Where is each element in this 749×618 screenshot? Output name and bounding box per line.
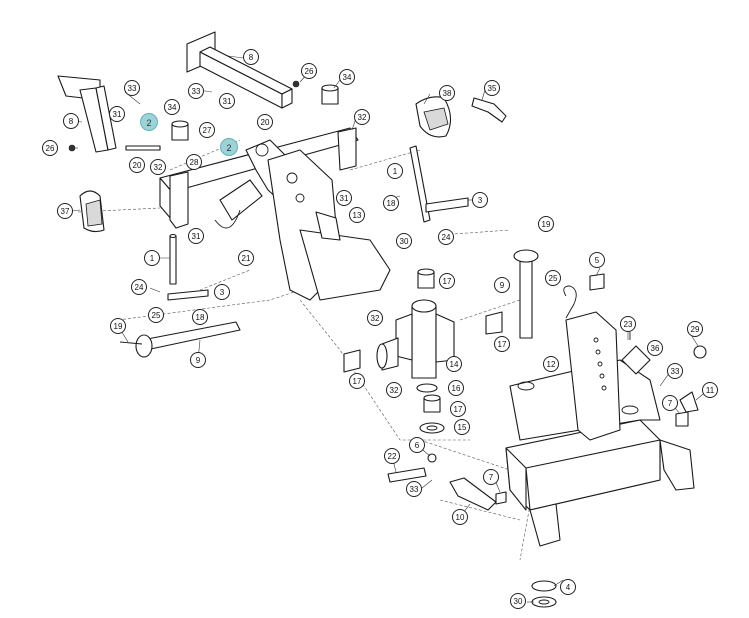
callout-2-highlighted[interactable]: 2 [140, 113, 158, 131]
callout-24[interactable]: 24 [438, 229, 454, 245]
callout-9[interactable]: 9 [190, 352, 206, 368]
callout-17[interactable]: 17 [349, 373, 365, 389]
callout-11[interactable]: 11 [702, 382, 718, 398]
callout-6[interactable]: 6 [409, 437, 425, 453]
callout-12[interactable]: 12 [543, 356, 559, 372]
callout-34[interactable]: 34 [339, 69, 355, 85]
callout-32[interactable]: 32 [386, 382, 402, 398]
part-8-left-bracket [57, 75, 117, 153]
callout-31[interactable]: 31 [336, 190, 352, 206]
callout-17[interactable]: 17 [439, 273, 455, 289]
pin-9-left [119, 321, 241, 358]
callout-33[interactable]: 33 [124, 80, 140, 96]
callout-33[interactable]: 33 [406, 481, 422, 497]
callout-20[interactable]: 20 [129, 157, 145, 173]
callout-3[interactable]: 3 [214, 284, 230, 300]
callout-7[interactable]: 7 [662, 395, 678, 411]
callout-20[interactable]: 20 [257, 114, 273, 130]
callout-15[interactable]: 15 [454, 419, 470, 435]
callout-9[interactable]: 9 [494, 277, 510, 293]
callout-1[interactable]: 1 [144, 250, 160, 266]
callout-16[interactable]: 16 [448, 380, 464, 396]
main-upper-frame [159, 127, 391, 301]
callout-18[interactable]: 18 [192, 309, 208, 325]
callout-25[interactable]: 25 [148, 307, 164, 323]
callout-28[interactable]: 28 [186, 154, 202, 170]
callout-30[interactable]: 30 [510, 593, 526, 609]
callout-8[interactable]: 8 [63, 113, 79, 129]
top-right-parts [68, 80, 507, 152]
callout-22[interactable]: 22 [384, 448, 400, 464]
callout-26[interactable]: 26 [301, 63, 317, 79]
callout-1[interactable]: 1 [387, 163, 403, 179]
callout-23[interactable]: 23 [620, 316, 636, 332]
callout-38[interactable]: 38 [439, 85, 455, 101]
callout-4[interactable]: 4 [560, 579, 576, 595]
lower-chassis [505, 311, 695, 547]
part-37 [79, 190, 105, 233]
callout-2-highlighted[interactable]: 2 [220, 138, 238, 156]
center-tube-assembly [343, 268, 503, 434]
callout-36[interactable]: 36 [647, 340, 663, 356]
callout-14[interactable]: 14 [446, 356, 462, 372]
callout-31[interactable]: 31 [109, 106, 125, 122]
callout-17[interactable]: 17 [494, 336, 510, 352]
callout-34[interactable]: 34 [164, 99, 180, 115]
callout-17[interactable]: 17 [450, 401, 466, 417]
callout-5[interactable]: 5 [589, 252, 605, 268]
callout-18[interactable]: 18 [383, 195, 399, 211]
callout-29[interactable]: 29 [687, 321, 703, 337]
callout-13[interactable]: 13 [349, 207, 365, 223]
callout-32[interactable]: 32 [354, 109, 370, 125]
callout-35[interactable]: 35 [484, 80, 500, 96]
callout-3[interactable]: 3 [472, 192, 488, 208]
callout-33[interactable]: 33 [667, 363, 683, 379]
callout-19[interactable]: 19 [538, 216, 554, 232]
callout-21[interactable]: 21 [238, 250, 254, 266]
callout-19[interactable]: 19 [110, 318, 126, 334]
callout-31[interactable]: 31 [188, 228, 204, 244]
callout-33[interactable]: 33 [188, 83, 204, 99]
callout-8[interactable]: 8 [243, 49, 259, 65]
callout-32[interactable]: 32 [367, 310, 383, 326]
callout-30[interactable]: 30 [396, 233, 412, 249]
pin-1 [169, 145, 431, 285]
pin-9-right [513, 249, 577, 339]
callout-27[interactable]: 27 [199, 122, 215, 138]
callout-10[interactable]: 10 [452, 509, 468, 525]
callout-32[interactable]: 32 [150, 159, 166, 175]
callout-31[interactable]: 31 [219, 93, 235, 109]
callout-26[interactable]: 26 [42, 140, 58, 156]
pin-3 [125, 145, 469, 301]
callout-25[interactable]: 25 [545, 270, 561, 286]
callout-37[interactable]: 37 [57, 203, 73, 219]
part-8-top-bracket [186, 31, 293, 109]
callout-24[interactable]: 24 [131, 279, 147, 295]
callout-7[interactable]: 7 [483, 469, 499, 485]
small-parts [387, 273, 707, 608]
